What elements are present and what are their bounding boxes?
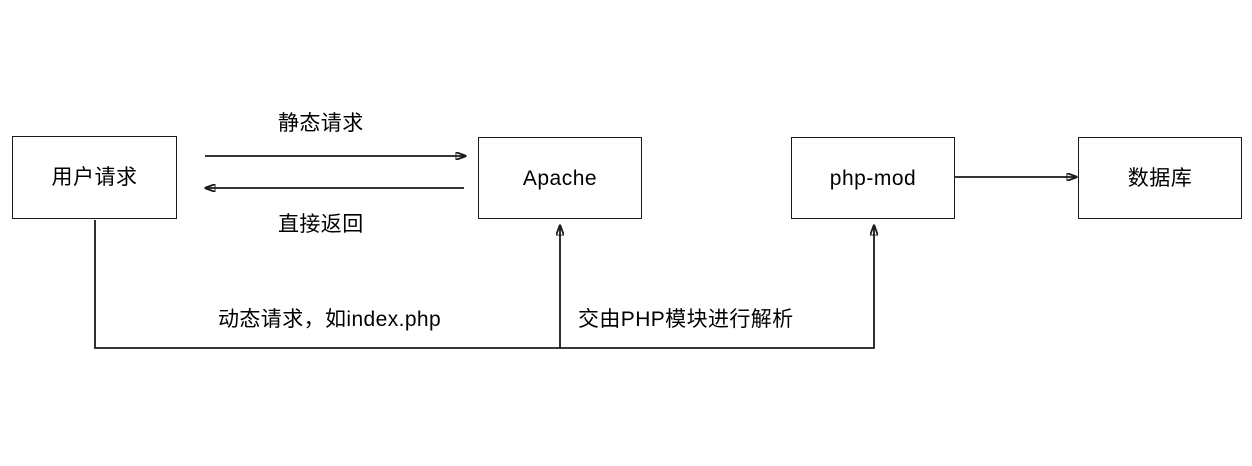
edge-label-handoff-to-php: 交由PHP模块进行解析 xyxy=(578,308,794,331)
edge-label-static-request: 静态请求 xyxy=(278,112,364,135)
node-database-label: 数据库 xyxy=(1127,166,1193,190)
node-user-request[interactable]: 用户请求 xyxy=(12,136,177,219)
node-user-request-label: 用户请求 xyxy=(51,166,138,189)
edge-user-to-apache-dynamic xyxy=(94,220,560,349)
node-apache-label: Apache xyxy=(522,166,598,190)
edge-apache-to-phpmod xyxy=(560,225,874,349)
node-apache[interactable]: Apache xyxy=(478,137,642,219)
node-php-mod-label: php-mod xyxy=(829,166,917,190)
edge-label-dynamic-request: 动态请求，如index.php xyxy=(218,308,442,331)
edge-label-direct-return: 直接返回 xyxy=(278,213,364,236)
node-database[interactable]: 数据库 xyxy=(1078,137,1242,219)
node-php-mod[interactable]: php-mod xyxy=(791,137,955,219)
